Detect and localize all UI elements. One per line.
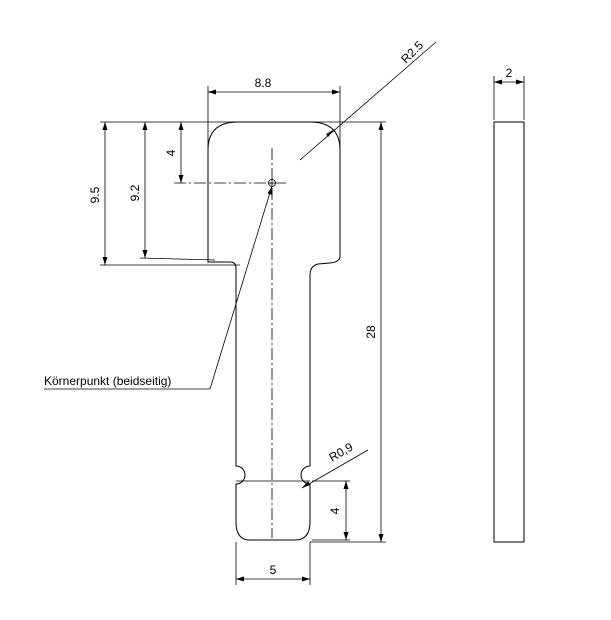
center-punch-icon	[268, 179, 276, 187]
dimension-height-4-top	[178, 122, 184, 183]
dimension-thickness	[493, 76, 525, 120]
dimension-thickness-label: 2	[506, 66, 513, 80]
dimension-height-9-5-label: 9.5	[88, 186, 102, 203]
dimension-radius-top	[299, 41, 437, 161]
dimension-width-top-label: 8.8	[255, 76, 272, 90]
dimension-height-9-5	[102, 122, 108, 265]
dimension-width-bottom-label: 5	[270, 563, 277, 577]
center-punch-leader	[44, 185, 273, 390]
dimension-height-9-2-label: 9.2	[128, 184, 142, 201]
center-punch-label: Körnerpunkt (beidseitig)	[44, 374, 171, 388]
dimension-height-4-bottom-label: 4	[328, 507, 342, 514]
extension-step	[139, 257, 216, 261]
dimension-radius-notch	[301, 449, 369, 489]
part-outline	[207, 121, 341, 541]
dimension-height-4-bottom	[312, 480, 350, 541]
dimension-height-9-2	[142, 122, 148, 258]
side-view	[493, 121, 525, 543]
dimension-radius-top-label: R2.5	[398, 38, 426, 66]
dimension-radius-notch-label: R0,9	[327, 440, 356, 465]
dimension-height-4-top-label: 4	[164, 149, 178, 156]
dimension-total-length	[310, 122, 386, 543]
dimension-width-top	[207, 86, 341, 150]
dimension-total-length-label: 28	[364, 325, 378, 339]
dimension-width-bottom	[235, 542, 311, 585]
